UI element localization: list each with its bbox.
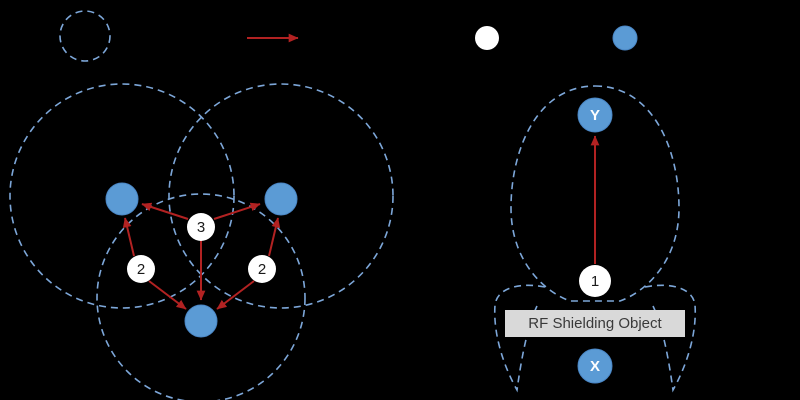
hop-badge-left (127, 255, 155, 283)
legend (59, 10, 638, 62)
arrow-right-badge-to-right-node (268, 217, 281, 257)
legend-blue-node-icon (612, 25, 638, 51)
arrow-center-to-right-node (213, 202, 261, 220)
hop-badge-right-label: 2 (258, 261, 266, 278)
node-y (577, 97, 613, 133)
node-x (577, 348, 613, 384)
source-badge (579, 265, 611, 297)
node-y-label: Y (590, 107, 600, 124)
source-badge-label: 1 (591, 273, 599, 290)
range-circle-left (9, 83, 235, 309)
range-side-lobe-right (644, 284, 697, 393)
hop-badge-left-label: 2 (137, 261, 145, 278)
hop-badge-right (248, 255, 276, 283)
legend-range-circle-icon (59, 10, 111, 62)
hop-badge-center (187, 213, 215, 241)
rf-shield-object (505, 310, 685, 337)
left-diagram: 2 3 2 (9, 83, 394, 400)
arrow-center-to-left-node (141, 202, 189, 220)
node-x-label: X (590, 358, 600, 375)
legend-white-node-icon (475, 26, 499, 50)
arrow-right-badge-to-bottom-node (216, 280, 255, 310)
node-left (105, 182, 139, 216)
rf-shield-label: RF Shielding Object (528, 315, 662, 332)
arrow-left-badge-to-left-node (122, 217, 135, 257)
range-side-lobe-left (493, 284, 546, 393)
range-circle-bottom (96, 193, 306, 400)
range-main-lobe (510, 85, 680, 302)
node-bottom (184, 304, 218, 338)
node-right (264, 182, 298, 216)
arrow-left-badge-to-bottom-node (148, 280, 187, 310)
right-diagram: Y 1 RF Shielding Object X (493, 85, 697, 393)
range-circle-right (168, 83, 394, 309)
hop-badge-center-label: 3 (197, 219, 205, 236)
